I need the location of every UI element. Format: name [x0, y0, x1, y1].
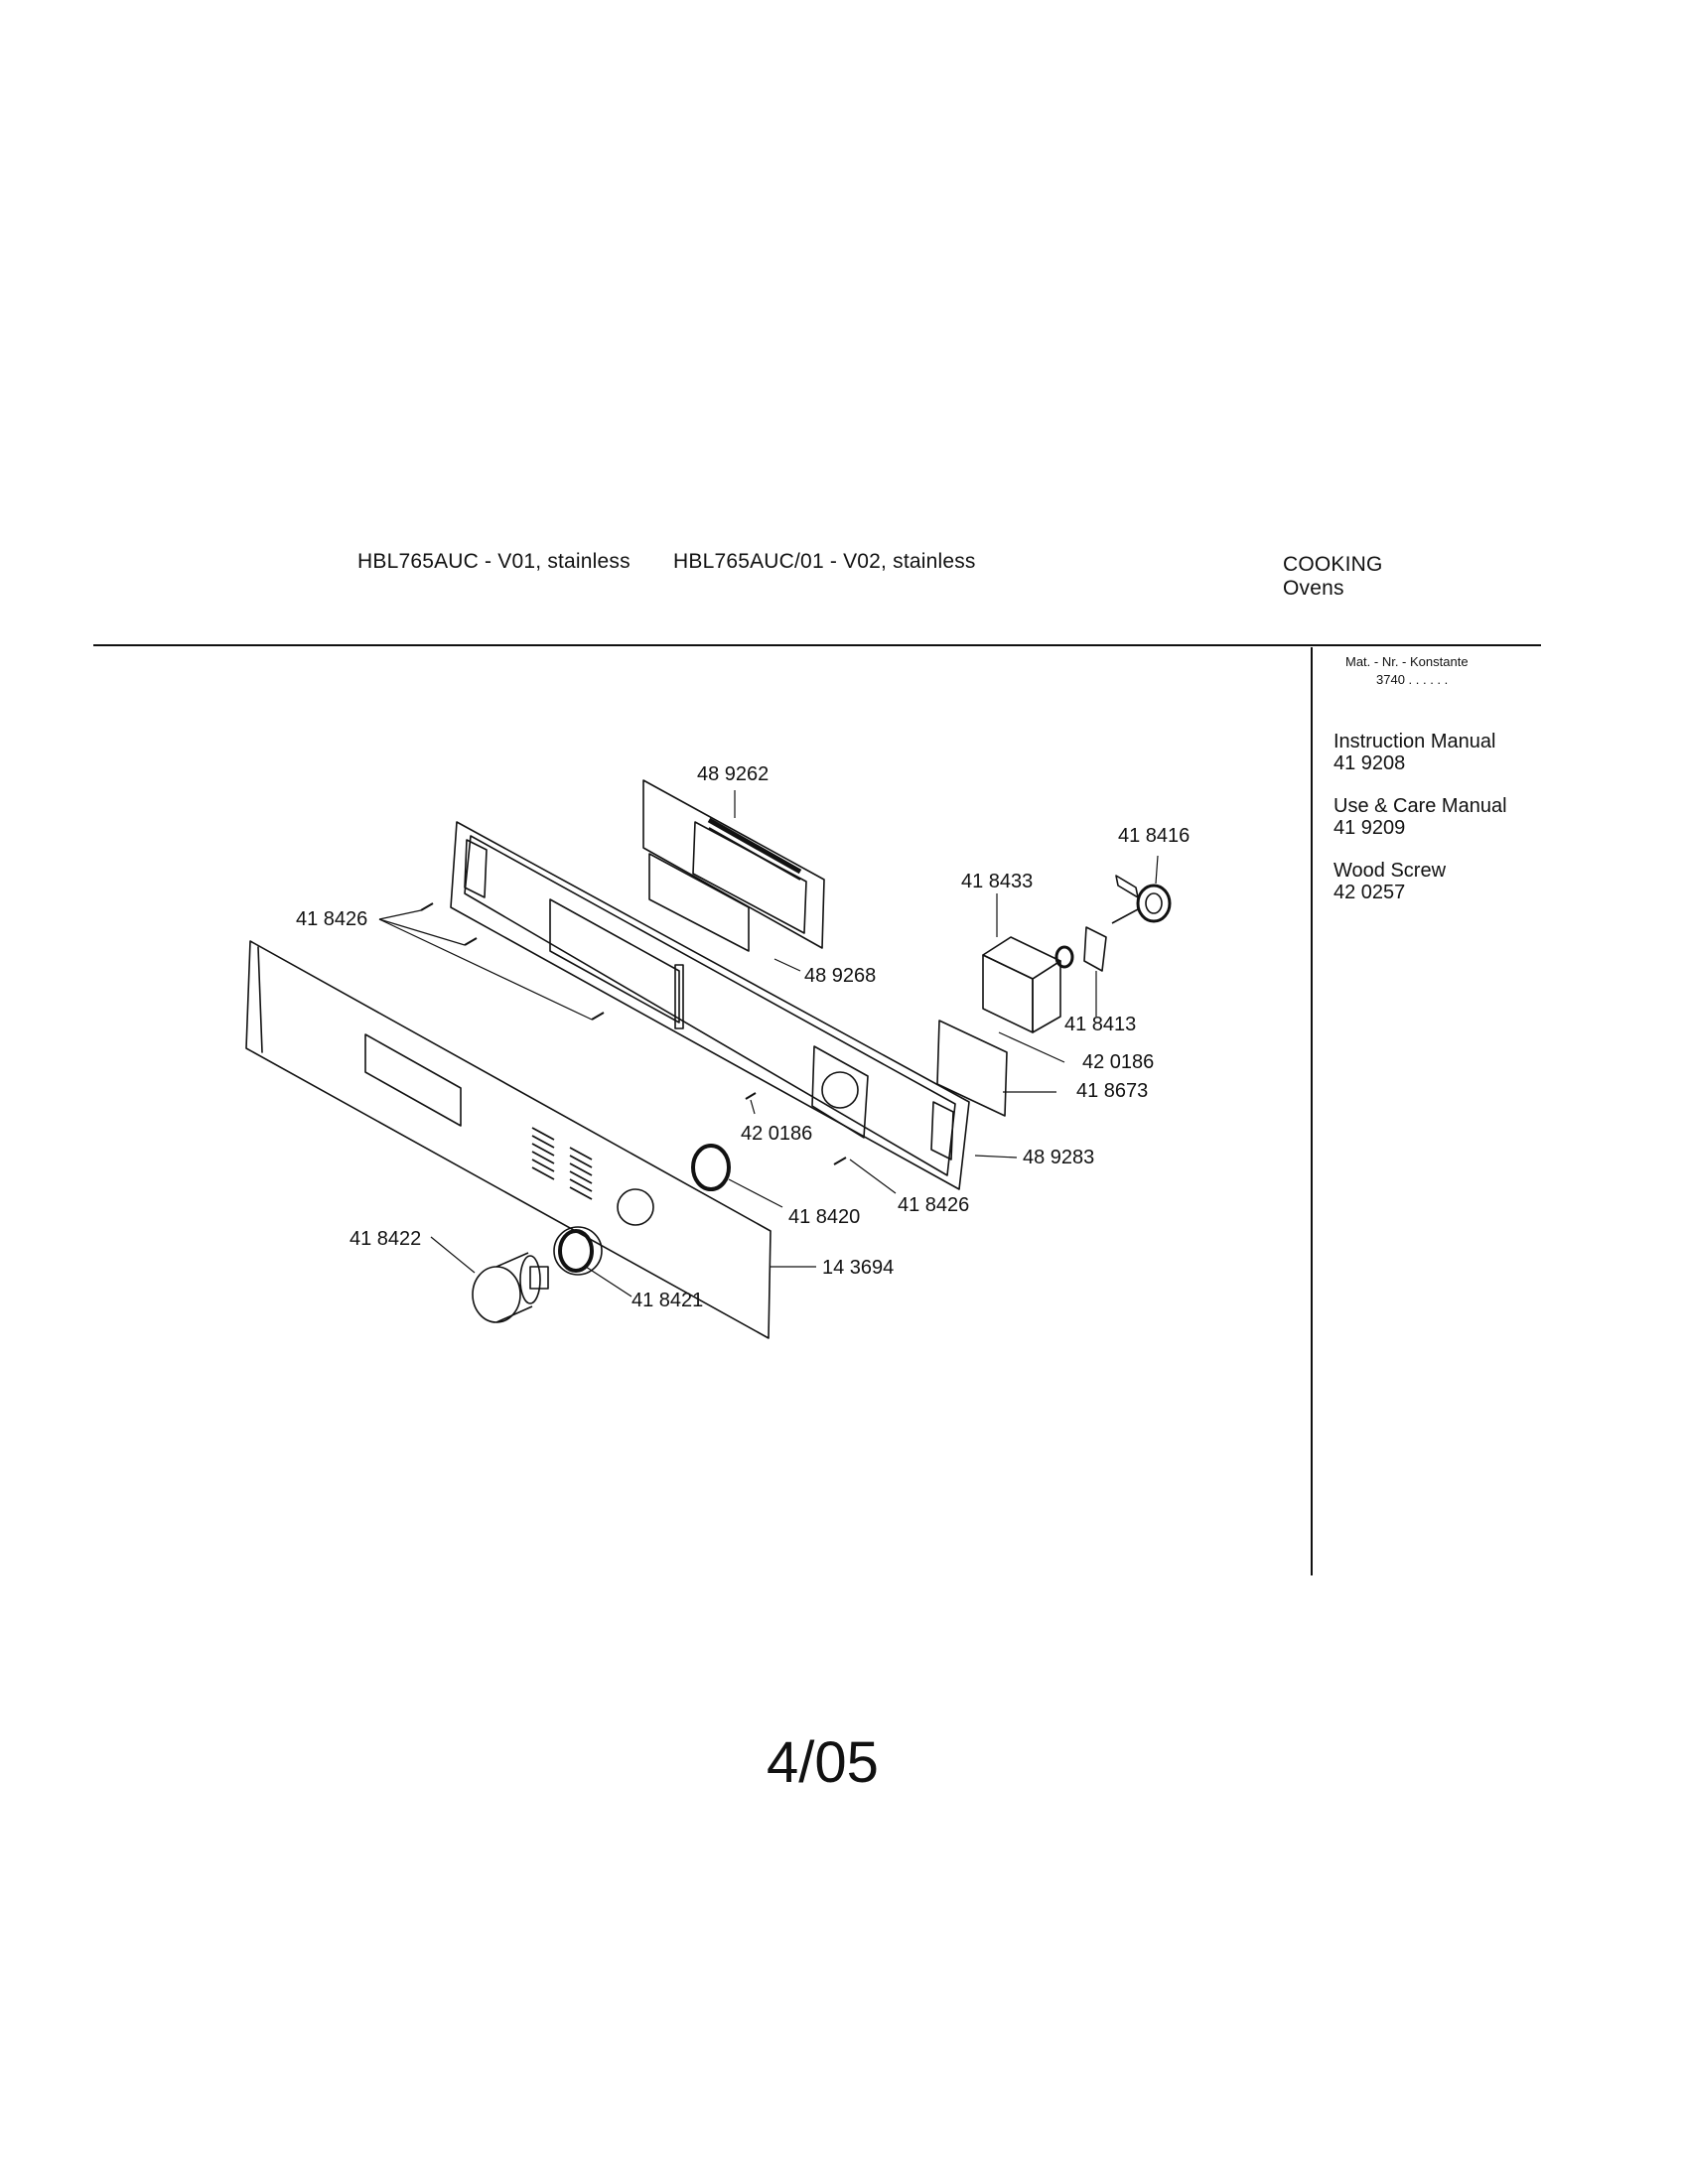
sensor-41-8416	[1111, 875, 1172, 924]
sidebar-item-instruction-manual: Instruction Manual 41 9208	[1333, 731, 1495, 774]
display-window-48-9268	[648, 853, 750, 952]
sidebar-item-name: Wood Screw	[1333, 860, 1447, 882]
gasket-41-8420	[691, 1144, 731, 1191]
control-panel-frame	[450, 821, 970, 1190]
header-rule	[93, 644, 1541, 646]
mat-nr-label: Mat. - Nr. - Konstante	[1345, 654, 1469, 669]
circuit-board-48-9262	[642, 779, 825, 949]
part-label-42-0186-right: 42 0186	[1082, 1051, 1154, 1073]
part-label-41-8673: 41 8673	[1076, 1080, 1148, 1102]
part-label-48-9283: 48 9283	[1023, 1147, 1094, 1168]
part-41-8413	[1054, 926, 1107, 972]
vent-slots	[531, 1127, 593, 1200]
subcategory-label: Ovens	[1283, 577, 1344, 600]
sidebar-item-number: 42 0257	[1333, 882, 1406, 903]
category-label: COOKING	[1283, 553, 1383, 576]
sidebar-item-use-care-manual: Use & Care Manual 41 9209	[1333, 795, 1507, 839]
part-label-41-8413: 41 8413	[1064, 1014, 1136, 1035]
part-label-41-8426-left: 41 8426	[296, 908, 367, 930]
circuit-board-41-8673	[936, 1020, 1008, 1117]
part-label-42-0186-center: 42 0186	[741, 1123, 812, 1145]
sidebar-item-wood-screw: Wood Screw 42 0257	[1333, 860, 1446, 903]
gasket-41-8421	[558, 1229, 594, 1273]
part-label-41-8420: 41 8420	[788, 1206, 860, 1228]
bracket-41-8433	[982, 936, 1061, 1033]
sidebar-divider	[1311, 647, 1313, 1575]
sidebar-item-name: Instruction Manual	[1333, 731, 1496, 752]
sidebar-item-name: Use & Care Manual	[1333, 795, 1507, 817]
page-number: 4/05	[767, 1730, 879, 1795]
part-label-41-8422: 41 8422	[350, 1228, 421, 1250]
part-label-48-9262: 48 9262	[697, 763, 769, 785]
mat-nr-value: 3740 . . . . . .	[1376, 672, 1449, 687]
part-label-41-8416: 41 8416	[1118, 825, 1190, 847]
sidebar-item-number: 41 9209	[1333, 817, 1406, 839]
part-label-14-3694: 14 3694	[822, 1257, 894, 1279]
part-label-41-8421: 41 8421	[632, 1290, 703, 1311]
model-v01-label: HBL765AUC - V01, stainless	[357, 550, 631, 573]
leader-lines	[378, 790, 1159, 1297]
screws	[420, 902, 847, 1165]
knob-41-8422	[472, 1252, 549, 1323]
front-fascia-14-3694	[245, 940, 772, 1339]
sidebar-item-number: 41 9208	[1333, 752, 1406, 774]
part-label-48-9268: 48 9268	[804, 965, 876, 987]
part-label-41-8426-lower: 41 8426	[898, 1194, 969, 1216]
model-v02-label: HBL765AUC/01 - V02, stainless	[673, 550, 976, 573]
part-label-41-8433: 41 8433	[961, 871, 1033, 892]
